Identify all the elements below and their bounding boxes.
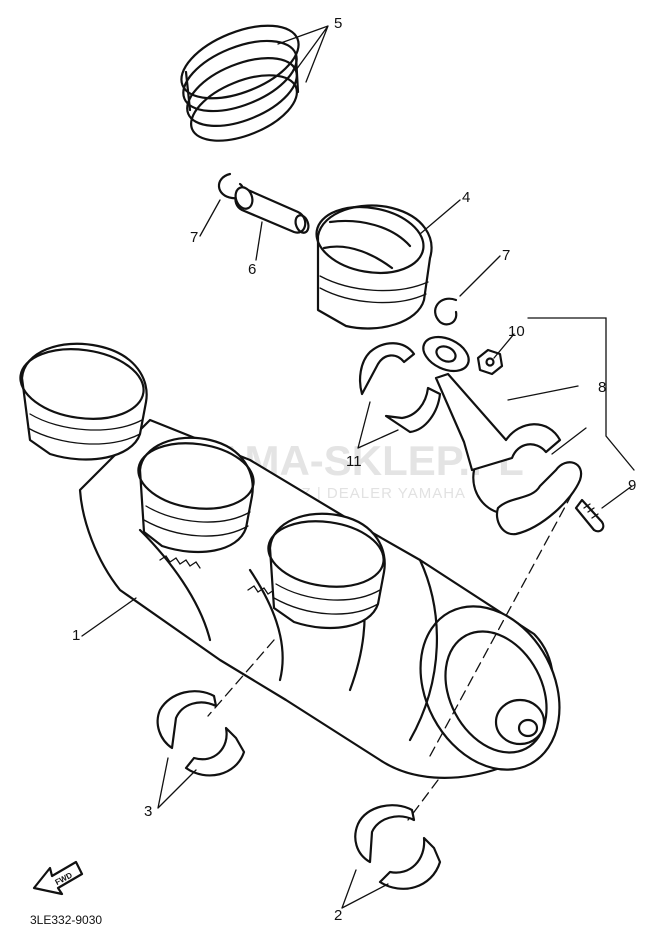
crank-bearing-shells-upper [354, 804, 442, 890]
diagram-code: 3LE332-9030 [30, 913, 102, 927]
callout-8: 8 [598, 379, 606, 396]
callout-7-right: 7 [502, 247, 510, 264]
callout-2: 2 [334, 907, 342, 924]
piston-rings [180, 24, 300, 142]
callout-10: 10 [508, 323, 525, 340]
piston-on-crank-middle [137, 436, 255, 554]
connecting-rod [422, 335, 583, 536]
callout-9: 9 [628, 477, 636, 494]
callout-7-left: 7 [190, 229, 198, 246]
piston [315, 204, 433, 330]
conrod-bolt [574, 498, 605, 533]
callout-11: 11 [346, 453, 362, 470]
callout-1: 1 [72, 627, 80, 644]
conrod-bearing-shells [359, 342, 442, 434]
callout-4: 4 [462, 189, 470, 206]
crank-bearing-shells-lower [156, 690, 246, 777]
piston-on-crank-right [267, 512, 386, 630]
callout-6: 6 [248, 261, 256, 278]
leader-lines [81, 25, 635, 909]
piston-on-crank-left [19, 342, 148, 461]
callout-3: 3 [144, 803, 152, 820]
forward-direction-arrow: FWD [32, 860, 84, 896]
piston-pin [234, 186, 310, 234]
callout-5: 5 [334, 15, 342, 32]
circlip-right [434, 297, 458, 326]
